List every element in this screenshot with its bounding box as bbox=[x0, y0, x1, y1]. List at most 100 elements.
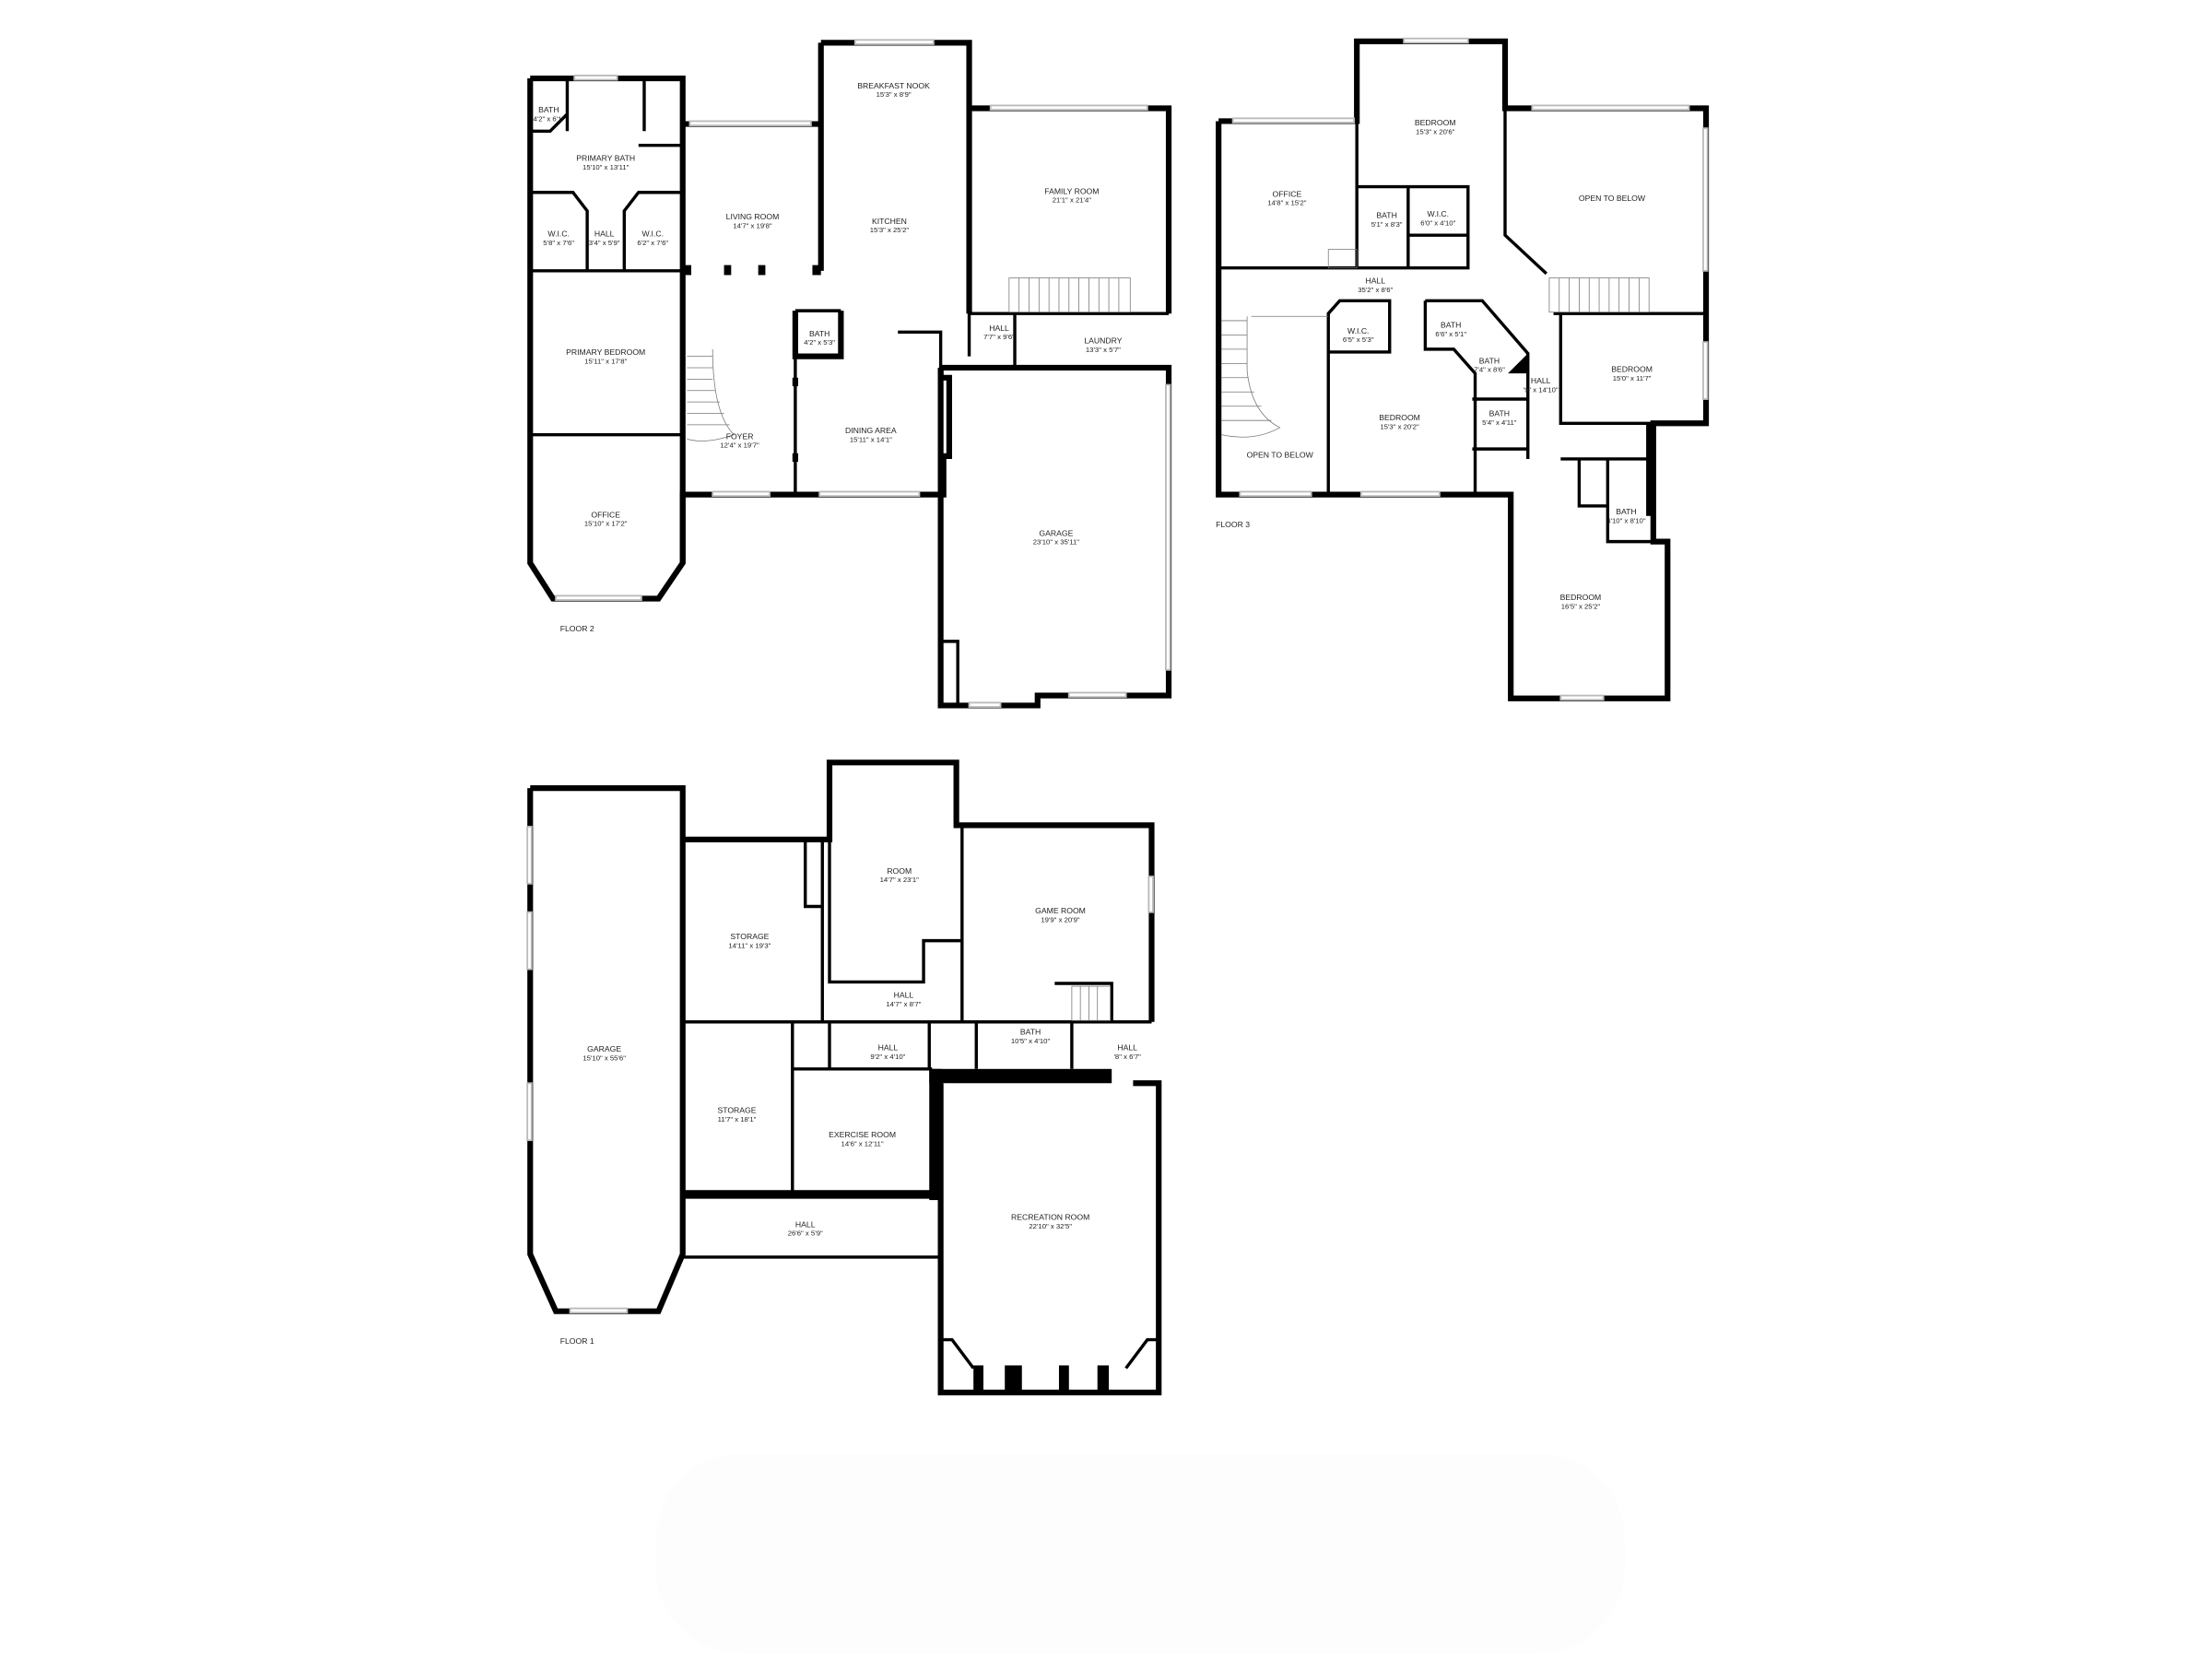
svg-text:DINING AREA: DINING AREA bbox=[845, 426, 897, 435]
svg-text:15'3" x 25'2": 15'3" x 25'2" bbox=[870, 226, 910, 234]
svg-text:14'7" x 23'1": 14'7" x 23'1" bbox=[880, 876, 920, 884]
svg-text:5'8" x 7'6": 5'8" x 7'6" bbox=[543, 239, 574, 247]
svg-text:14'8" x 15'2": 14'8" x 15'2" bbox=[1267, 199, 1307, 207]
floor-3-label: FLOOR 3 bbox=[1216, 520, 1250, 529]
svg-text:6'0" x 4'10": 6'0" x 4'10" bbox=[1420, 218, 1455, 227]
svg-text:HALL: HALL bbox=[878, 1043, 899, 1053]
svg-text:OFFICE: OFFICE bbox=[591, 510, 620, 519]
svg-text:HALL: HALL bbox=[1531, 376, 1551, 385]
svg-text:BREAKFAST NOOK: BREAKFAST NOOK bbox=[857, 81, 930, 90]
svg-text:16'5" x 25'2": 16'5" x 25'2" bbox=[1561, 602, 1601, 610]
svg-text:W.I.C.: W.I.C. bbox=[547, 229, 570, 239]
curved-stairs-icon bbox=[687, 348, 735, 441]
svg-text:5'1" x 8'3": 5'1" x 8'3" bbox=[1371, 220, 1403, 229]
svg-text:6'6" x 5'1": 6'6" x 5'1" bbox=[1435, 330, 1466, 338]
svg-text:PRIMARY BATH: PRIMARY BATH bbox=[576, 154, 635, 163]
floor-3-walls bbox=[1216, 37, 1710, 701]
room-open-to-below: OPEN TO BELOW bbox=[1579, 194, 1646, 203]
svg-text:3'4" x 5'9": 3'4" x 5'9" bbox=[589, 239, 620, 247]
room-hall: HALL'8" x 6'7" bbox=[1113, 1043, 1141, 1061]
svg-text:HALL: HALL bbox=[594, 229, 615, 239]
svg-text:HALL: HALL bbox=[1365, 276, 1385, 286]
svg-text:GAME ROOM: GAME ROOM bbox=[1035, 906, 1086, 915]
room-wic: W.I.C.6'5" x 5'3" bbox=[1343, 326, 1374, 344]
svg-text:STORAGE: STORAGE bbox=[730, 932, 769, 941]
svg-text:'9" x 14'10": '9" x 14'10" bbox=[1524, 385, 1559, 394]
svg-text:14'7" x 8'7": 14'7" x 8'7" bbox=[886, 1000, 921, 1008]
svg-text:5'4" x 4'11": 5'4" x 4'11" bbox=[1482, 418, 1517, 427]
svg-text:LAUNDRY: LAUNDRY bbox=[1084, 336, 1122, 346]
svg-text:15'10" x 17'2": 15'10" x 17'2" bbox=[584, 520, 628, 528]
stairs-icon bbox=[1327, 249, 1650, 313]
svg-text:GARAGE: GARAGE bbox=[1039, 528, 1073, 537]
room-wic: W.I.C.6'2" x 7'6" bbox=[637, 229, 668, 247]
svg-text:OPEN TO BELOW: OPEN TO BELOW bbox=[1247, 450, 1314, 459]
svg-text:14'7" x 19'8": 14'7" x 19'8" bbox=[733, 221, 772, 229]
svg-text:OFFICE: OFFICE bbox=[1273, 189, 1302, 198]
svg-text:14'6" x 12'11": 14'6" x 12'11" bbox=[841, 1139, 884, 1147]
svg-text:BATH: BATH bbox=[538, 105, 559, 114]
svg-text:BATH: BATH bbox=[1376, 211, 1396, 220]
floor-2-walls bbox=[527, 39, 1172, 709]
svg-text:4'10" x 8'10": 4'10" x 8'10" bbox=[1606, 517, 1646, 525]
svg-text:GARAGE: GARAGE bbox=[587, 1044, 621, 1053]
watermark-area bbox=[655, 1453, 1625, 1653]
room-hall: HALL'9" x 14'10" bbox=[1524, 376, 1559, 394]
svg-text:7'4" x 8'6": 7'4" x 8'6" bbox=[1474, 366, 1505, 374]
svg-text:BATH: BATH bbox=[1489, 409, 1510, 418]
svg-text:4'2" x 6'1": 4'2" x 6'1" bbox=[533, 114, 564, 123]
svg-text:15'10" x 13'11": 15'10" x 13'11" bbox=[582, 163, 629, 171]
svg-text:OPEN TO BELOW: OPEN TO BELOW bbox=[1579, 194, 1646, 203]
svg-text:BEDROOM: BEDROOM bbox=[1379, 413, 1420, 422]
svg-text:LIVING ROOM: LIVING ROOM bbox=[726, 212, 780, 221]
svg-text:22'10" x 32'5": 22'10" x 32'5" bbox=[1029, 1222, 1072, 1230]
svg-text:6'5" x 5'3": 6'5" x 5'3" bbox=[1343, 335, 1374, 344]
svg-text:HALL: HALL bbox=[989, 324, 1009, 333]
svg-text:HALL: HALL bbox=[894, 990, 914, 999]
svg-text:15'0" x 11'7": 15'0" x 11'7" bbox=[1613, 374, 1652, 382]
svg-text:15'11" x 14'1": 15'11" x 14'1" bbox=[850, 435, 892, 443]
svg-text:BEDROOM: BEDROOM bbox=[1611, 365, 1653, 374]
svg-text:HALL: HALL bbox=[795, 1219, 816, 1229]
svg-text:23'10" x 35'11": 23'10" x 35'11" bbox=[1033, 538, 1080, 547]
svg-text:FAMILY ROOM: FAMILY ROOM bbox=[1044, 186, 1099, 195]
svg-text:26'6" x 5'9": 26'6" x 5'9" bbox=[788, 1230, 823, 1238]
svg-text:21'1" x 21'4": 21'1" x 21'4" bbox=[1053, 196, 1092, 205]
svg-text:6'2" x 7'6": 6'2" x 7'6" bbox=[637, 239, 668, 247]
svg-text:W.I.C.: W.I.C. bbox=[1347, 326, 1370, 335]
svg-text:15'3" x 8'9": 15'3" x 8'9" bbox=[877, 90, 912, 99]
svg-text:15'3" x 20'6": 15'3" x 20'6" bbox=[1416, 127, 1455, 135]
svg-text:HALL: HALL bbox=[1117, 1043, 1137, 1053]
svg-text:15'3" x 20'2": 15'3" x 20'2" bbox=[1380, 422, 1419, 430]
svg-text:19'9" x 20'9": 19'9" x 20'9" bbox=[1041, 916, 1080, 924]
svg-text:35'2" x 8'6": 35'2" x 8'6" bbox=[1358, 286, 1393, 294]
